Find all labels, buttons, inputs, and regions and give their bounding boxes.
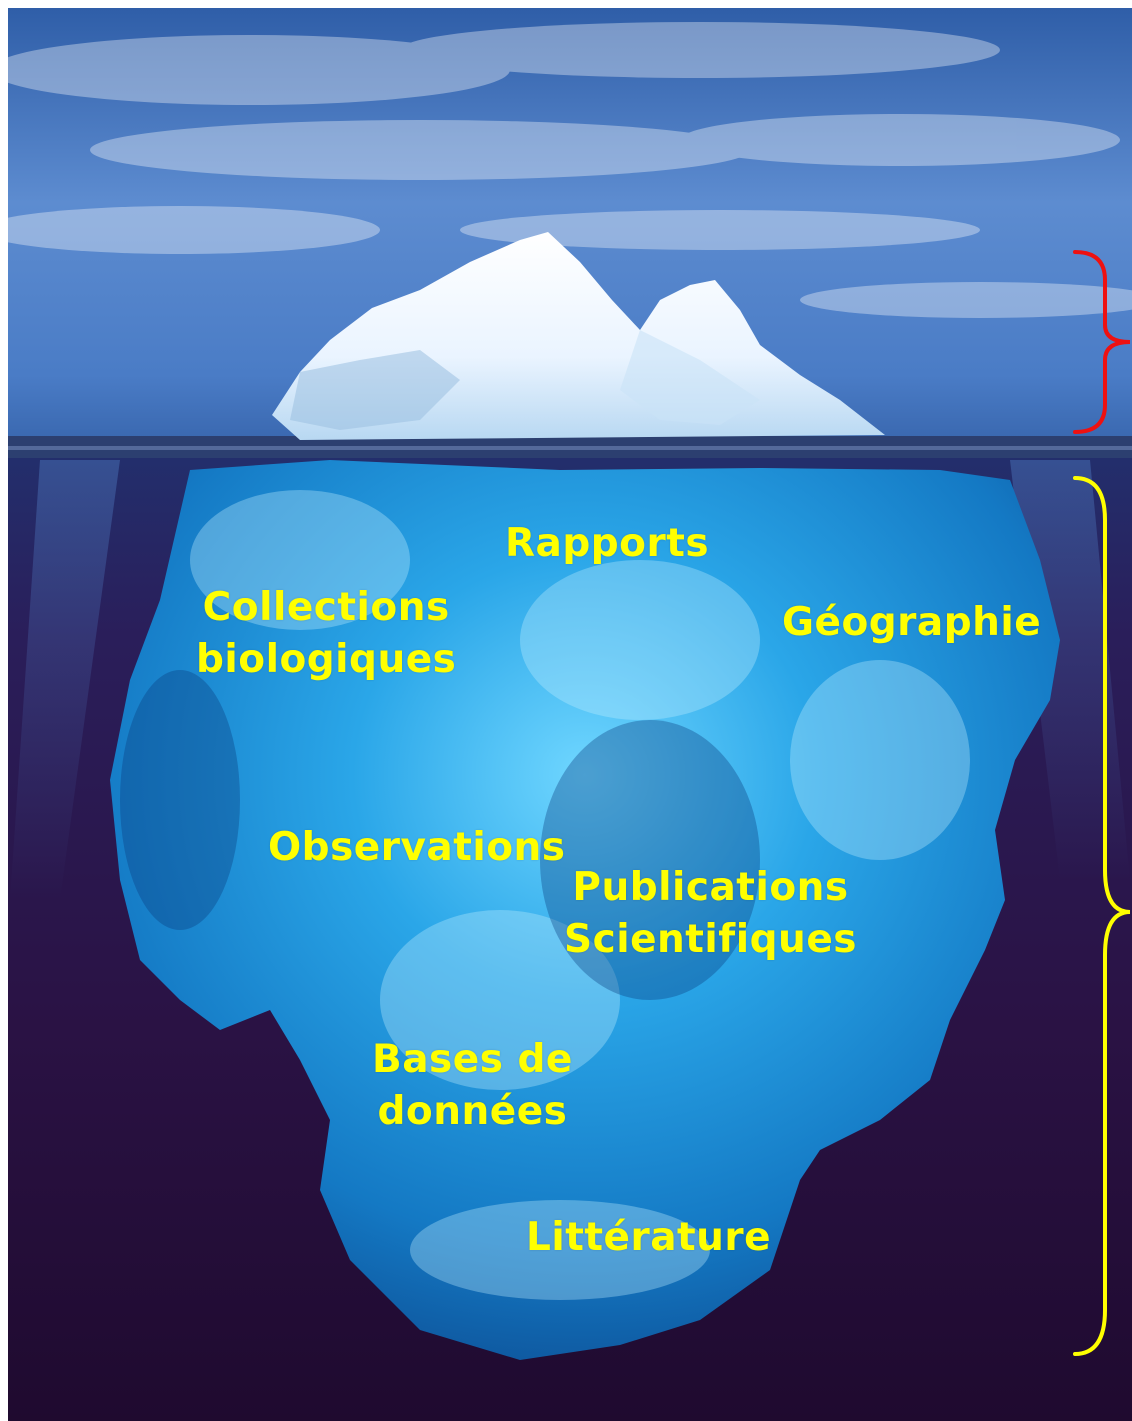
label-litterature: Littérature (526, 1215, 772, 1260)
label-publications-scientifiques: Publications Scientifiques (564, 865, 857, 962)
label-geographie: Géographie (782, 600, 1042, 645)
clouds (0, 22, 1132, 318)
label-observations: Observations (268, 825, 566, 870)
ice-shadows (120, 670, 760, 1000)
below-water-bracket (1073, 476, 1131, 1356)
ice-highlights (190, 490, 970, 1300)
iceberg-underwater (110, 460, 1060, 1360)
label-bases-de-donnees: Bases de données (372, 1037, 573, 1134)
above-water-bracket (1073, 250, 1131, 434)
label-rapports: Rapports (505, 521, 710, 566)
label-collections-biologiques: Collections biologiques (196, 585, 457, 682)
